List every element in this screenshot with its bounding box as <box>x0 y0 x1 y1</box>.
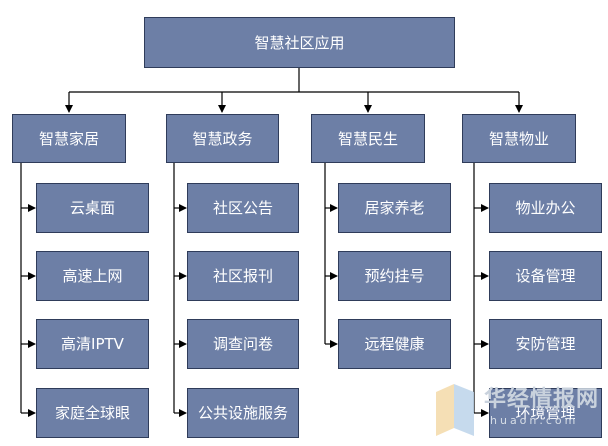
item-appointment-registration: 预约挂号 <box>338 251 451 301</box>
item-community-journal: 社区报刊 <box>187 251 299 301</box>
item-environment-management: 环境管理 <box>489 388 602 438</box>
category-smart-livelihood: 智慧民生 <box>311 114 425 163</box>
item-hd-iptv: 高清IPTV <box>36 319 149 369</box>
item-equipment-management: 设备管理 <box>489 251 602 301</box>
item-home-elderly-care: 居家养老 <box>338 183 451 233</box>
watermark-logo-icon <box>436 384 474 436</box>
watermark-name: 华经情报网 <box>484 387 600 412</box>
root-node: 智慧社区应用 <box>144 17 455 68</box>
item-survey: 调查问卷 <box>187 319 299 369</box>
watermark-url: huaon.com <box>490 414 579 427</box>
item-high-speed-internet: 高速上网 <box>36 251 149 301</box>
category-smart-government: 智慧政务 <box>166 114 279 163</box>
category-smart-home: 智慧家居 <box>12 114 126 163</box>
item-remote-health: 远程健康 <box>338 319 451 369</box>
item-security-management: 安防管理 <box>489 319 602 369</box>
item-cloud-desktop: 云桌面 <box>36 183 149 233</box>
category-smart-property: 智慧物业 <box>462 114 576 163</box>
item-community-notice: 社区公告 <box>187 183 299 233</box>
item-public-facility-service: 公共设施服务 <box>187 388 299 438</box>
item-family-global-eye: 家庭全球眼 <box>36 388 149 438</box>
item-property-office: 物业办公 <box>489 183 602 233</box>
